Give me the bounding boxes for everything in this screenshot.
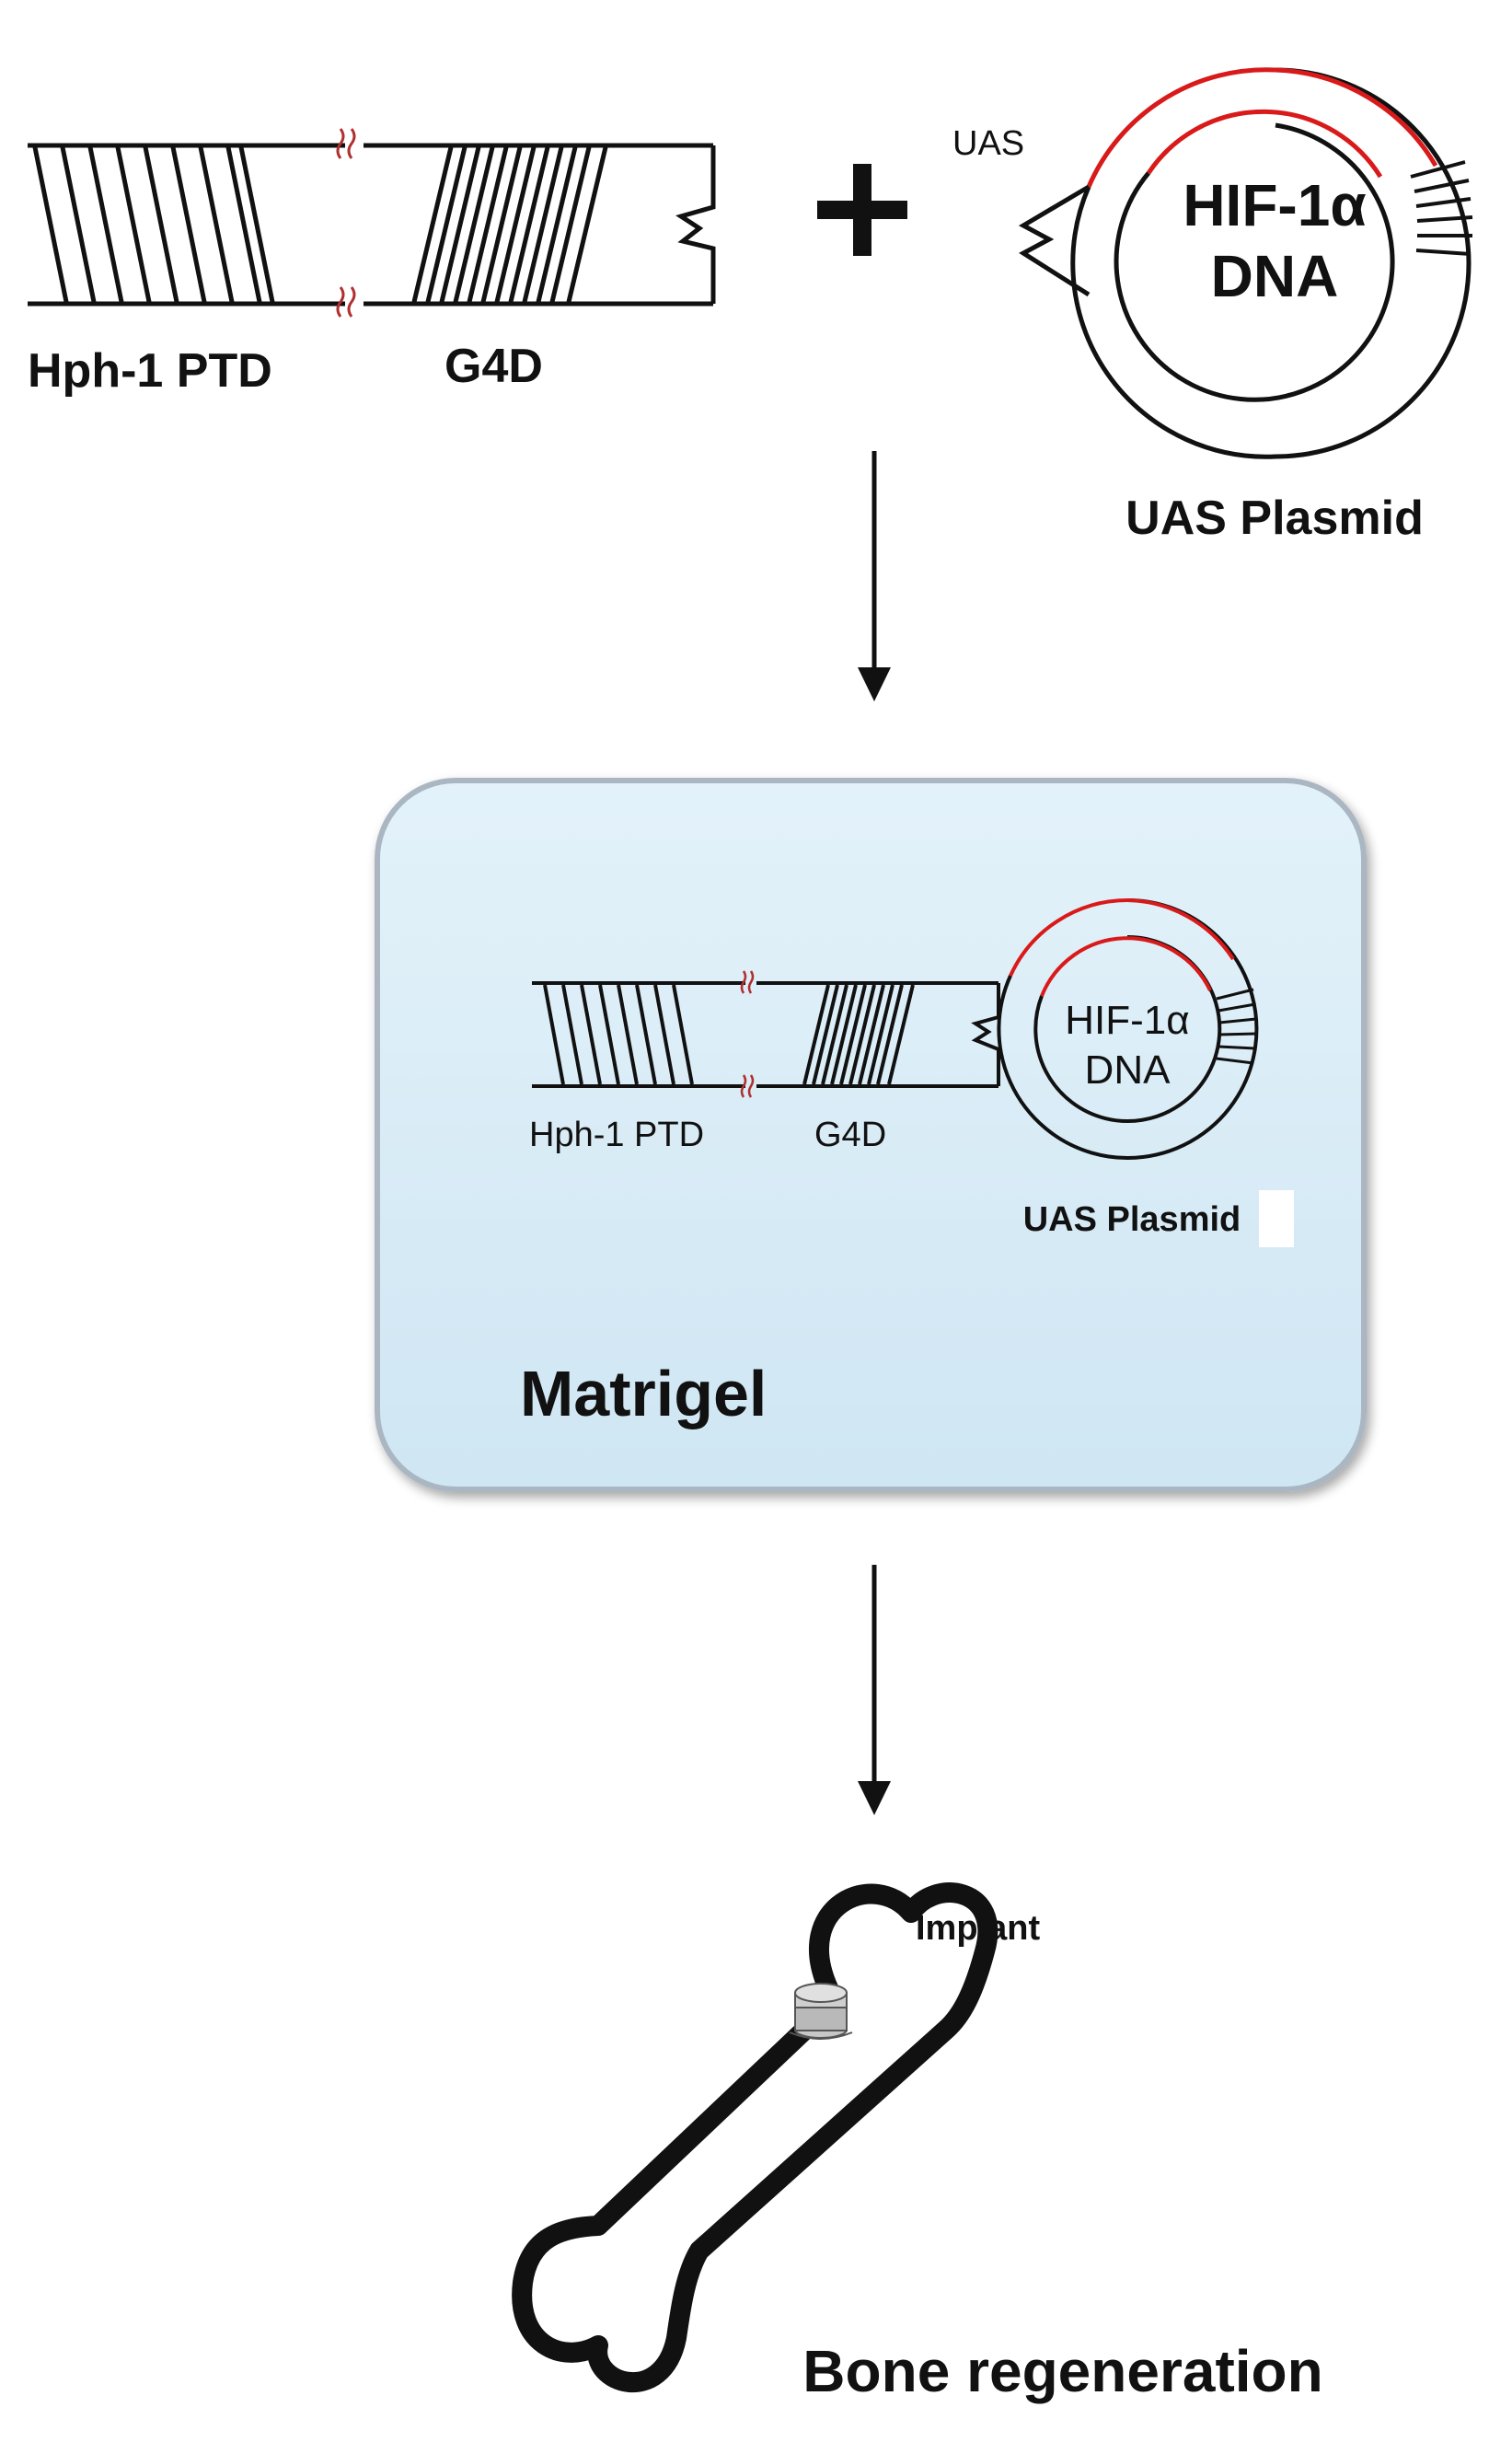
caption-highlight (1259, 1190, 1294, 1247)
middle-plasmid-dna-label: DNA (1085, 1047, 1172, 1093)
plus-icon (817, 164, 907, 256)
break-squiggle-icon (336, 128, 356, 318)
top-hph1-ptd-label: Hph-1 PTD (28, 344, 272, 398)
matrigel-container (375, 778, 1367, 1492)
arrow-down-icon (858, 1565, 891, 1815)
matrigel-label: Matrigel (520, 1358, 767, 1429)
middle-hph1-ptd-label: Hph-1 PTD (529, 1116, 704, 1154)
top-uas-plasmid (1018, 67, 1473, 459)
top-plasmid-dna-label: DNA (1211, 243, 1339, 309)
middle-g4d-label: G4D (814, 1116, 886, 1154)
g4d-stripes (411, 146, 608, 303)
implant-icon (789, 1983, 853, 2040)
top-plasmid-caption: UAS Plasmid (1125, 492, 1424, 545)
middle-plasmid-hif-label: HIF-1α (1065, 998, 1189, 1043)
middle-uas-plasmid (997, 897, 1259, 1160)
bone-regeneration-label: Bone regeneration (802, 2338, 1322, 2404)
implant-label: Implant (916, 1909, 1040, 1948)
top-plasmid-hif-label: HIF-1α (1183, 172, 1366, 238)
uas-label: UAS (952, 124, 1024, 163)
top-g4d-label: G4D (444, 340, 543, 393)
middle-plasmid-caption: UAS Plasmid (1023, 1200, 1241, 1239)
arrow-down-icon (858, 451, 891, 701)
bone-icon (512, 1882, 998, 2393)
top-peptide-strip (28, 128, 716, 318)
hph1-ptd-stripes (32, 146, 275, 303)
